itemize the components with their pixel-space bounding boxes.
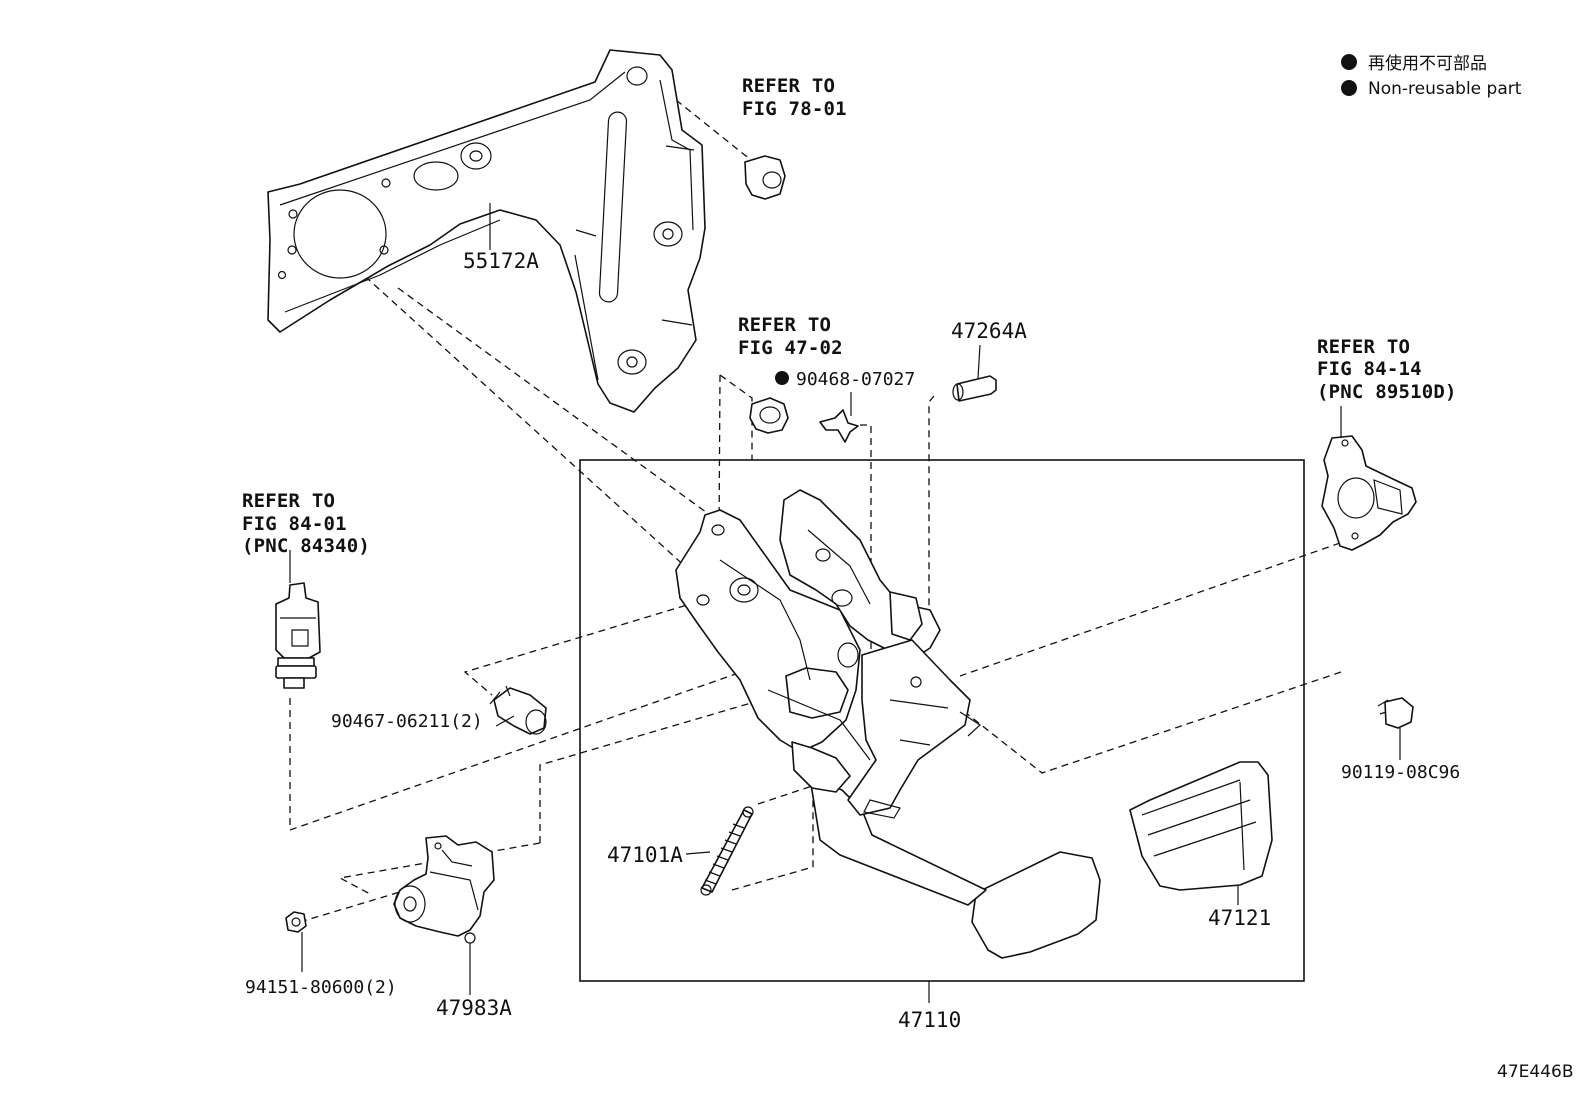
pedal-pad-47121: [1129, 761, 1273, 905]
nut-fig47: [749, 397, 789, 434]
non-reusable-dot-icon: [1341, 80, 1357, 96]
ref-fig-47-02: REFER TO FIG 47-02: [738, 314, 843, 359]
part-label-94151: 94151-80600(2): [245, 977, 397, 998]
ref-line-2: FIG 84-01: [242, 513, 347, 535]
ref-line-3: (PNC 89510D): [1317, 381, 1457, 403]
non-reusable-dot-icon: [1341, 54, 1357, 70]
part-label-47983A: 47983A: [436, 996, 512, 1020]
non-reusable-dot-icon: [775, 371, 789, 385]
bolt-90119: [1377, 697, 1414, 760]
assembly-box-47110: [579, 459, 1305, 982]
part-label-90468: 90468-07027: [796, 369, 915, 390]
part-label-55172A: 55172A: [463, 249, 539, 273]
ref-fig-84-01: REFER TO FIG 84-01 (PNC 84340): [242, 490, 370, 557]
part-label-90467: 90467-06211(2): [331, 711, 483, 732]
legend-en: Non-reusable part: [1368, 79, 1522, 99]
ref-fig-78-01: REFER TO FIG 78-01: [742, 75, 847, 120]
ref-line-2: FIG 78-01: [742, 98, 847, 120]
part-label-90119: 90119-08C96: [1341, 762, 1460, 783]
bracket-55172A: [267, 49, 706, 413]
ref-line-3: (PNC 84340): [242, 535, 370, 557]
ref-line-2: FIG 47-02: [738, 337, 843, 359]
pin-47264A: [952, 344, 997, 402]
legend: 再使用不可部品 Non-reusable part: [1341, 53, 1522, 99]
clip-90467: [489, 685, 547, 735]
ref-line-2: FIG 84-14: [1317, 358, 1422, 380]
pedal-assembly-47110: [675, 489, 1101, 959]
ref-line-1: REFER TO: [242, 490, 335, 512]
part-label-47264A: 47264A: [951, 319, 1027, 343]
part-label-47101A: 47101A: [607, 843, 683, 867]
nut-94151: [285, 911, 307, 972]
switch-84340: [275, 550, 321, 689]
part-label-47110: 47110: [898, 1008, 961, 1032]
ref-fig-84-14: REFER TO FIG 84-14 (PNC 89510D): [1317, 336, 1457, 403]
spring-47101A: [685, 806, 754, 896]
diagram-code: 47E446B: [1497, 1062, 1573, 1082]
sensor-89510D: [1321, 406, 1417, 551]
sensor-47983A: [393, 835, 495, 995]
ref-line-1: REFER TO: [1317, 336, 1410, 358]
ref-line-1: REFER TO: [742, 75, 835, 97]
ref-line-1: REFER TO: [738, 314, 831, 336]
clip-90468: [819, 392, 859, 443]
nut-fig78: [744, 155, 786, 200]
part-label-47121: 47121: [1208, 906, 1271, 930]
legend-jp: 再使用不可部品: [1368, 53, 1487, 74]
